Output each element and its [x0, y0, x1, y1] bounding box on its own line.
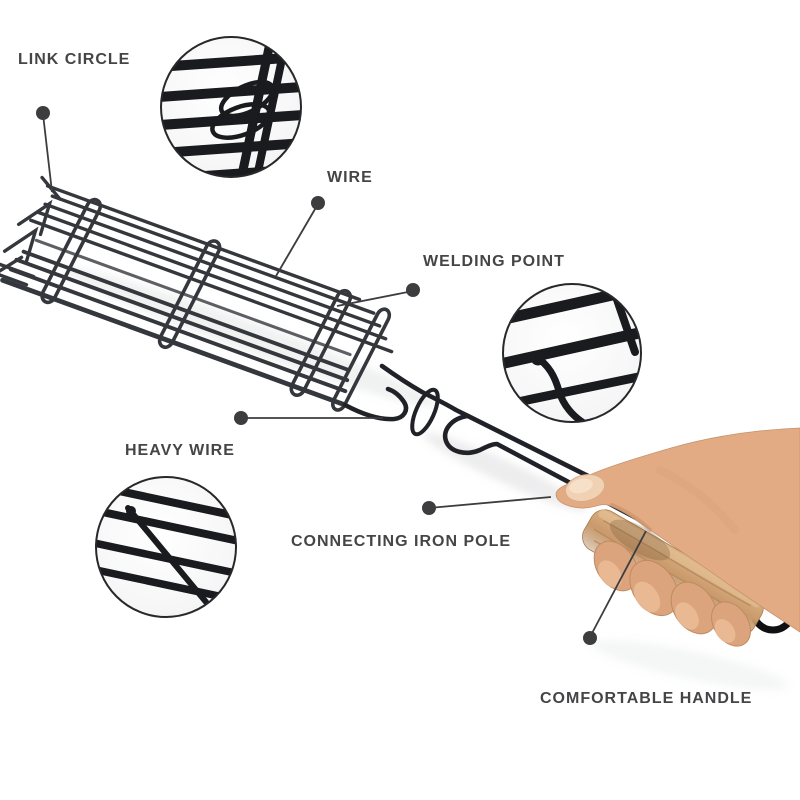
leader-link-circle	[42, 113, 53, 193]
leader-lines	[42, 113, 647, 638]
label-wire: WIRE	[327, 169, 373, 186]
dot-wire	[311, 196, 325, 210]
leader-connecting-iron-pole	[428, 496, 552, 509]
heavy-wire-inset	[95, 476, 237, 618]
dot-welding-point	[406, 283, 420, 297]
welding-point-inset	[502, 283, 642, 423]
thumb-nail-highlight	[569, 478, 593, 494]
leader-wire	[275, 203, 319, 277]
dot-comfortable-handle	[583, 631, 597, 645]
label-heavy-wire: HEAVY WIRE	[125, 442, 235, 459]
thumb-shadow	[609, 519, 671, 561]
grill-basket-cage	[0, 175, 394, 412]
callout-labels: LINK CIRCLE WIRE WELDING POINT HEAVY WIR…	[18, 51, 752, 707]
label-welding-point: WELDING POINT	[423, 253, 565, 270]
leader-dots	[36, 106, 597, 645]
label-comfortable-handle: COMFORTABLE HANDLE	[540, 690, 752, 707]
dot-connecting-iron-pole	[422, 501, 436, 515]
label-link-circle: LINK CIRCLE	[18, 51, 130, 68]
hand-silhouette	[555, 427, 800, 633]
leader-comfortable-handle	[589, 530, 647, 638]
label-connecting-iron-pole: CONNECTING IRON POLE	[291, 533, 511, 550]
dot-heavy-wire	[234, 411, 248, 425]
finger-pads	[598, 560, 736, 643]
leader-welding-point	[336, 290, 414, 307]
hand	[555, 427, 800, 647]
dot-link-circle	[36, 106, 50, 120]
frame-and-pole	[342, 363, 643, 523]
link-circle-inset	[160, 36, 302, 178]
latch-ring	[410, 387, 440, 437]
